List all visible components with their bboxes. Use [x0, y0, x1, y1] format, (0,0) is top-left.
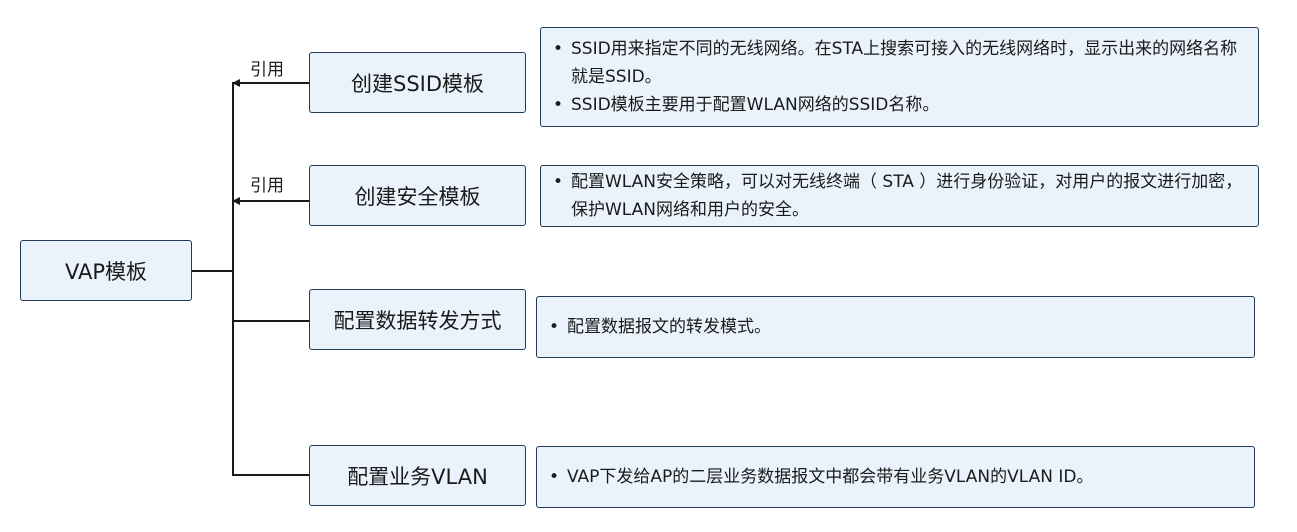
branch-1-connector [238, 82, 310, 84]
branch-2-label: 创建安全模板 [354, 184, 481, 209]
branch-3-connector [232, 320, 310, 322]
bullet-item: • VAP下发给AP的二层业务数据报文中都会带有业务VLAN的VLAN ID。 [549, 463, 1240, 491]
bullet-text: VAP下发给AP的二层业务数据报文中都会带有业务VLAN的VLAN ID。 [567, 467, 1094, 487]
branch-1-description: • SSID用来指定不同的无线网络。在STA上搜索可接入的无线网络时，显示出来的… [540, 27, 1259, 127]
bullet-text: 配置WLAN安全策略，可以对无线终端（ STA ）进行身份验证，对用户的报文进行… [571, 172, 1243, 220]
branch-1-edge-label: 引用 [250, 60, 284, 80]
branch-2-arrowhead [232, 197, 240, 205]
branch-3-description: • 配置数据报文的转发模式。 [536, 296, 1255, 358]
branch-4-label: 配置业务VLAN [347, 464, 488, 489]
branch-4-node: 配置业务VLAN [309, 445, 526, 506]
bullet-symbol: • [553, 95, 564, 115]
bullet-item: • 配置WLAN安全策略，可以对无线终端（ STA ）进行身份验证，对用户的报文… [553, 168, 1244, 224]
bullet-symbol: • [553, 172, 564, 192]
branch-3-node: 配置数据转发方式 [309, 289, 526, 350]
branch-1-node: 创建SSID模板 [309, 52, 526, 113]
branch-2-edge-label: 引用 [250, 176, 284, 196]
root-connector [192, 270, 233, 272]
root-label: VAP模板 [64, 259, 148, 284]
bullet-symbol: • [549, 467, 560, 487]
bullet-item: • SSID模板主要用于配置WLAN网络的SSID名称。 [553, 91, 1244, 119]
branch-1-arrowhead [232, 79, 240, 87]
branch-1-label: 创建SSID模板 [350, 71, 485, 96]
bullet-item: • SSID用来指定不同的无线网络。在STA上搜索可接入的无线网络时，显示出来的… [553, 35, 1244, 91]
branch-2-description: • 配置WLAN安全策略，可以对无线终端（ STA ）进行身份验证，对用户的报文… [540, 165, 1259, 227]
root-node: VAP模板 [20, 240, 192, 301]
bullet-text: SSID模板主要用于配置WLAN网络的SSID名称。 [571, 95, 940, 115]
branch-3-label: 配置数据转发方式 [333, 308, 502, 333]
trunk-line [232, 82, 234, 475]
bullet-symbol: • [549, 317, 560, 337]
bullet-symbol: • [553, 39, 564, 59]
bullet-text: SSID用来指定不同的无线网络。在STA上搜索可接入的无线网络时，显示出来的网络… [571, 39, 1238, 87]
bullet-item: • 配置数据报文的转发模式。 [549, 313, 1240, 341]
branch-2-connector [238, 200, 310, 202]
branch-4-description: • VAP下发给AP的二层业务数据报文中都会带有业务VLAN的VLAN ID。 [536, 446, 1255, 508]
bullet-text: 配置数据报文的转发模式。 [567, 317, 771, 337]
branch-2-node: 创建安全模板 [309, 165, 526, 226]
branch-4-connector [232, 474, 310, 476]
